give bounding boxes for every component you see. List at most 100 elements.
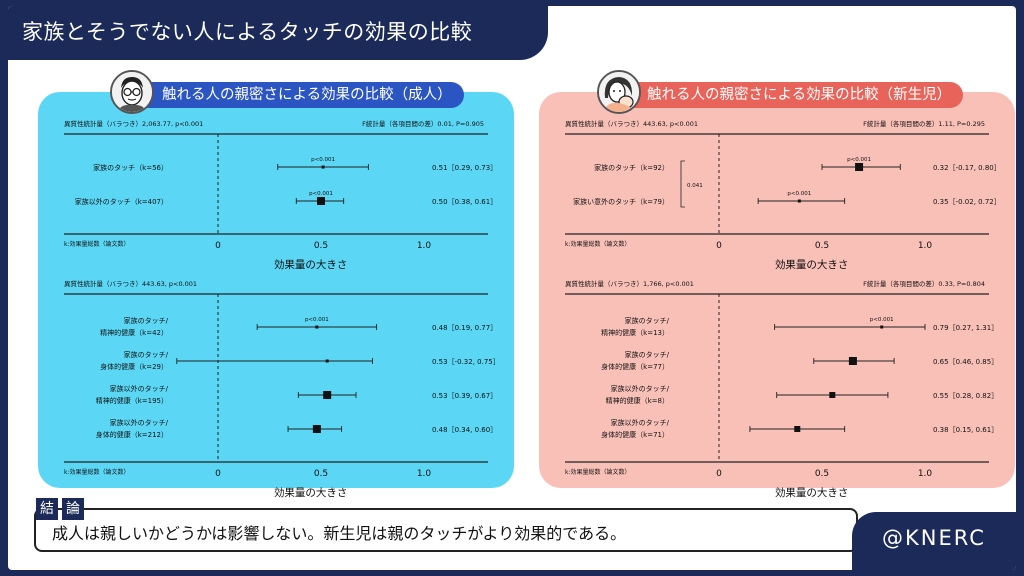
ci-text: 0.48［0.19, 0.77］ bbox=[432, 324, 497, 332]
tick-label: 0.5 bbox=[314, 241, 328, 251]
tick-label: 0.5 bbox=[815, 241, 829, 251]
point-estimate bbox=[317, 197, 325, 205]
significance-bracket bbox=[680, 160, 685, 208]
man-with-glasses-avatar-icon bbox=[110, 70, 154, 114]
row-label: 家族のタッチ/ bbox=[625, 350, 670, 359]
adult-panel-header: 触れる人の親密さによる効果の比較（成人） bbox=[116, 82, 464, 108]
point-estimate bbox=[848, 357, 857, 365]
conclusion-text: 成人は親しいかどうかは影響しない。新生児は親のタッチがより効果的である。 bbox=[52, 524, 627, 543]
f-statistic: F統計量（各項目間の差）0.01, P=0.905 bbox=[362, 119, 484, 128]
x-axis-label: 効果量の大きさ bbox=[775, 258, 849, 271]
tick-label: 0.5 bbox=[314, 469, 328, 479]
row-label: 家族のタッチ/ bbox=[124, 350, 169, 359]
point-estimate bbox=[315, 325, 319, 329]
row-label: 家族い意外のタッチ（k=79） bbox=[573, 197, 669, 206]
forest-svg: 異質性統計量（バラつき）1,766, p<0.001 F統計量（各項目間の差）0.… bbox=[565, 279, 998, 499]
row-label: 家族以外のタッチ（k=407） bbox=[75, 197, 168, 206]
ci-text: 0.53［-0.32, 0.75］ bbox=[432, 358, 500, 366]
point-estimate bbox=[829, 392, 836, 398]
x-axis-label: 効果量の大きさ bbox=[274, 486, 348, 499]
ci-text: 0.79［0.27, 1.31］ bbox=[933, 324, 998, 332]
tick-label: 0 bbox=[716, 469, 722, 479]
brand-text: @KNERC bbox=[882, 526, 986, 550]
point-estimate bbox=[323, 391, 332, 399]
forest-svg: 異質性統計量（バラつき）443.63, p<0.001 F統計量（各項目間の差）1… bbox=[565, 119, 1001, 271]
row-label-sub: 身体的健康（k=29） bbox=[100, 362, 168, 371]
ci-text: 0.53［0.39, 0.67］ bbox=[432, 392, 497, 400]
ci-text: 0.38［0.15, 0.61］ bbox=[933, 426, 998, 434]
tick-label: 1.0 bbox=[417, 469, 432, 479]
row-label-sub: 身体的健康（k=71） bbox=[601, 430, 669, 439]
slide: 家族とそうでない人によるタッチの効果の比較 触れる人の親密さによる効果の比較（成… bbox=[8, 6, 1016, 570]
tick-label: 0.5 bbox=[815, 469, 829, 479]
conclusion-tag-2: 論 bbox=[62, 498, 84, 520]
infant-forest-plot-1: 異質性統計量（バラつき）443.63, p<0.001 F統計量（各項目間の差）1… bbox=[557, 119, 1001, 271]
brand-badge: @KNERC bbox=[852, 512, 1016, 570]
footnote: k:効果量総数（論文数） bbox=[64, 468, 130, 476]
row-label-sub: 身体的健康（k=77） bbox=[601, 362, 669, 371]
row-label-sub: 精神的健康（k=42） bbox=[100, 328, 168, 337]
slide-title: 家族とそうでない人によるタッチの効果の比較 bbox=[22, 20, 473, 44]
adult-forest-plot-2: 異質性統計量（バラつき）443.63, p<0.001 家族のタッチ/精神的健康（… bbox=[56, 279, 500, 499]
heterogeneity-stat: 異質性統計量（バラつき）443.63, p<0.001 bbox=[565, 119, 698, 128]
infant-panel-header: 触れる人の親密さによる効果の比較（新生児） bbox=[601, 82, 964, 108]
f-statistic: F統計量（各項目間の差）1.11, P=0.295 bbox=[863, 119, 985, 128]
heterogeneity-stat: 異質性統計量（バラつき）2,063.77, p<0.001 bbox=[64, 119, 203, 128]
point-estimate bbox=[797, 199, 801, 203]
ci-text: 0.35［-0.02, 0.72］ bbox=[933, 198, 1001, 206]
point-estimate bbox=[855, 163, 864, 171]
point-estimate bbox=[312, 425, 321, 433]
conclusion-tag: 結 論 bbox=[36, 498, 84, 520]
ci-text: 0.32［-0.17, 0.80］ bbox=[933, 164, 1001, 172]
ci-text: 0.50［0.38, 0.61］ bbox=[432, 198, 497, 206]
heterogeneity-stat: 異質性統計量（バラつき）443.63, p<0.001 bbox=[64, 279, 197, 288]
mother-holding-baby-avatar-icon bbox=[597, 70, 641, 114]
row-label-sub: 身体的健康（k=212） bbox=[96, 430, 168, 439]
tick-label: 1.0 bbox=[918, 469, 933, 479]
row-label: 家族のタッチ（k=56） bbox=[93, 163, 168, 172]
conclusion-tag-1: 結 bbox=[36, 498, 58, 520]
conclusion-box: 結 論 成人は親しいかどうかは影響しない。新生児は親のタッチがより効果的である。 bbox=[34, 498, 858, 552]
infant-forest-plot-2: 異質性統計量（バラつき）1,766, p<0.001 F統計量（各項目間の差）0.… bbox=[557, 279, 998, 499]
ci-text: 0.51［0.29, 0.73］ bbox=[432, 164, 497, 172]
adult-forest-plot-1: 異質性統計量（バラつき）2,063.77, p<0.001 F統計量（各項目間の差… bbox=[56, 119, 497, 271]
ci-text: 0.48［0.34, 0.60］ bbox=[432, 426, 497, 434]
row-label: 家族以外のタッチ/ bbox=[110, 384, 169, 393]
row-label: 家族以外のタッチ/ bbox=[611, 418, 670, 427]
bracket-label: 0.041 bbox=[687, 183, 703, 189]
p-value: p<0.001 bbox=[787, 191, 811, 197]
title-bar: 家族とそうでない人によるタッチの効果の比較 bbox=[8, 6, 548, 60]
point-estimate bbox=[880, 325, 884, 329]
p-value: p<0.001 bbox=[847, 157, 871, 163]
heterogeneity-stat: 異質性統計量（バラつき）1,766, p<0.001 bbox=[565, 279, 694, 288]
row-label: 家族以外のタッチ/ bbox=[611, 384, 670, 393]
row-label: 家族以外のタッチ/ bbox=[110, 418, 169, 427]
row-label: 家族のタッチ/ bbox=[625, 316, 670, 325]
x-axis-label: 効果量の大きさ bbox=[775, 486, 849, 499]
p-value: p<0.001 bbox=[870, 317, 894, 323]
p-value: p<0.001 bbox=[311, 157, 335, 163]
forest-svg: 異質性統計量（バラつき）443.63, p<0.001 家族のタッチ/精神的健康（… bbox=[64, 279, 500, 499]
tick-label: 1.0 bbox=[417, 241, 432, 251]
ci-text: 0.65［0.46, 0.85］ bbox=[933, 358, 998, 366]
tick-label: 0 bbox=[215, 469, 221, 479]
point-estimate bbox=[325, 359, 329, 363]
infant-panel: 触れる人の親密さによる効果の比較（新生児） 異質性統計量（バラつき）443.63… bbox=[539, 70, 1015, 499]
point-estimate bbox=[321, 165, 325, 169]
footnote: k:効果量総数（論文数） bbox=[64, 240, 130, 248]
p-value: p<0.001 bbox=[305, 317, 329, 323]
adult-panel: 触れる人の親密さによる効果の比較（成人） 異質性統計量（バラつき）2,063.7… bbox=[38, 70, 514, 499]
row-label-sub: 精神的健康（k=8） bbox=[606, 396, 669, 405]
f-statistic: F統計量（各項目間の差）0.33, P=0.804 bbox=[863, 279, 985, 288]
tick-label: 0 bbox=[716, 241, 722, 251]
tick-label: 0 bbox=[215, 241, 221, 251]
row-label: 家族のタッチ（k=92） bbox=[594, 163, 669, 172]
row-label-sub: 精神的健康（k=13） bbox=[601, 328, 669, 337]
point-estimate bbox=[794, 426, 801, 432]
p-value: p<0.001 bbox=[309, 191, 333, 197]
row-label-sub: 精神的健康（k=195） bbox=[96, 396, 168, 405]
tick-label: 1.0 bbox=[918, 241, 933, 251]
forest-svg: 異質性統計量（バラつき）2,063.77, p<0.001 F統計量（各項目間の差… bbox=[64, 119, 497, 271]
row-label: 家族のタッチ/ bbox=[124, 316, 169, 325]
footnote: k:効果量総数（論文数） bbox=[565, 468, 631, 476]
